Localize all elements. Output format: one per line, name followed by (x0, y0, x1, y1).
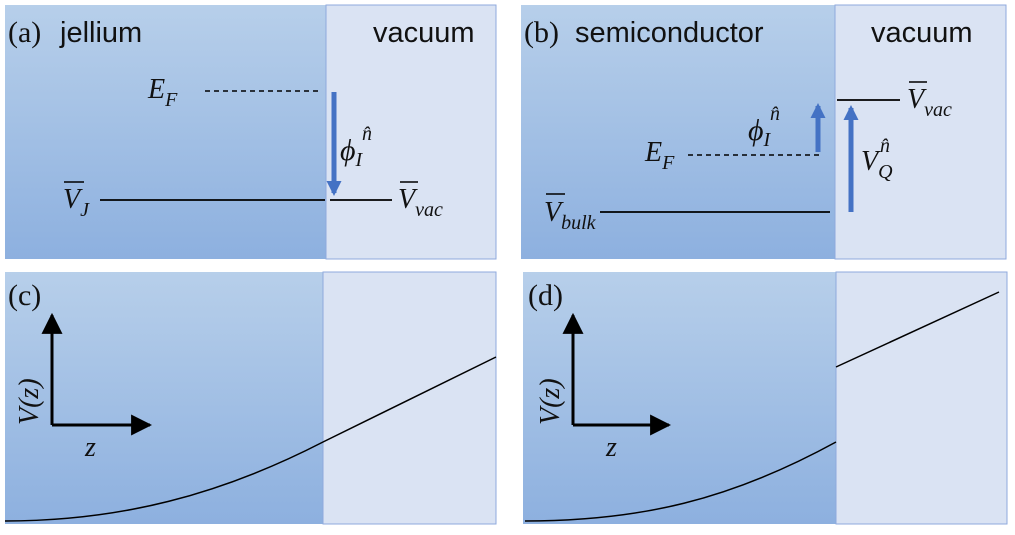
panel-a-fermi-label: EF (147, 74, 178, 111)
panel-b-vvac-label: Vvac (907, 84, 952, 121)
panel-c-potential-curve (4, 356, 497, 522)
panel-a-vacuum-region (325, 4, 497, 260)
panel-a-vj-label: VJ (63, 184, 90, 221)
panel-a-vacuum-label: vacuum (373, 17, 475, 49)
panel-c-xlabel: z (84, 432, 96, 463)
panel-b-tag: (b) (524, 16, 559, 49)
panel-a-material-region (5, 5, 326, 259)
panel-b-vacuum-region (834, 4, 1007, 260)
panel-a-phi-sup: n̂ (362, 123, 372, 145)
panel-d-material-region (523, 272, 836, 524)
panel-c-ylabel: V(z) (14, 378, 45, 425)
panel-b-vbulk-label: Vbulk (544, 197, 597, 234)
panel-b-vq-label: VQ (861, 146, 893, 183)
panel-c-tag: (c) (8, 279, 41, 312)
panel-d-ylabel: V(z) (535, 378, 566, 425)
panel-a-material-label: jellium (59, 17, 142, 49)
panel-a: (a) jellium vacuum EF VJ Vvac ϕI n̂ (5, 4, 497, 260)
panel-a-tag: (a) (8, 16, 41, 49)
panel-c-vacuum-region (322, 271, 497, 525)
panel-a-phi-label: ϕI (340, 134, 364, 171)
panel-b-vq-sup: n̂ (880, 135, 890, 157)
panel-d-potential-curve-vacuum (835, 291, 1000, 368)
panel-d-vacuum-region (835, 271, 1008, 525)
panel-b-material-label: semiconductor (575, 17, 764, 49)
panel-b-fermi-label: EF (644, 137, 675, 174)
panel-d: (d) V(z) z (523, 271, 1008, 525)
panel-a-vvac-label: Vvac (398, 184, 443, 221)
panel-d-tag: (d) (528, 279, 563, 312)
panel-b-material-region (521, 5, 835, 259)
panel-c: (c) V(z) z (4, 271, 497, 525)
panel-b-vacuum-label: vacuum (871, 17, 973, 49)
panel-d-potential-curve-material (524, 441, 837, 522)
panel-b-phi-label: ϕI (748, 114, 772, 151)
panel-b: (b) semiconductor vacuum EF Vbulk Vvac ϕ… (521, 4, 1007, 260)
svg-text:(a): (a) (8, 16, 41, 49)
panel-d-xlabel: z (605, 432, 617, 463)
panel-b-phi-sup: n̂ (770, 103, 780, 125)
